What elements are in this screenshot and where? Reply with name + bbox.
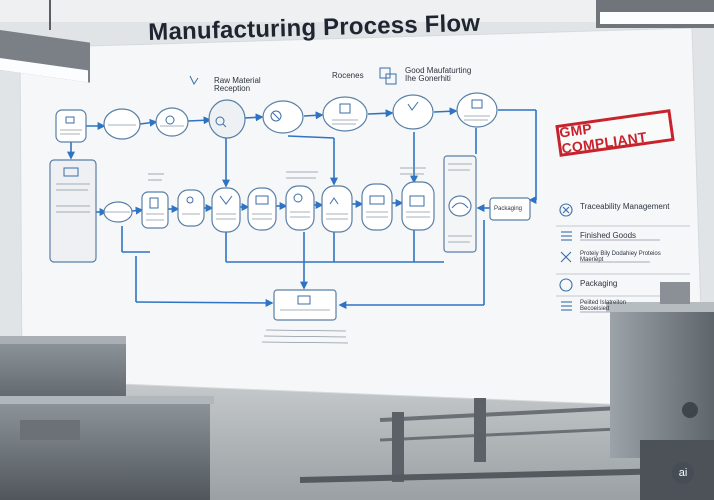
node-weighing [141, 191, 169, 229]
node-granulation [211, 187, 241, 233]
legend-item-traceability: Traceability Management [580, 202, 670, 211]
ceiling-light-left [0, 0, 90, 83]
legend-item-peiited: Peiited Islatreiton Becoeisied [580, 300, 627, 313]
node-material-receipt [103, 108, 141, 140]
package-icon [559, 278, 573, 292]
node-drying [247, 187, 277, 231]
steel-machine-right [606, 282, 714, 500]
good-manufacturing-label: Good Maufaturting Ihe Gonerhiti [405, 66, 472, 84]
list-icon [561, 301, 572, 311]
node-mixing [177, 189, 205, 227]
node-raw-material [208, 99, 246, 139]
node-start [55, 109, 87, 143]
node-control-check [262, 100, 304, 134]
node-quality-check [392, 94, 434, 130]
legend-item-finished-goods: Finished Goods [580, 231, 637, 240]
flow-lines [67, 107, 537, 309]
checklist-icon [561, 231, 572, 241]
ai-watermark-badge: ai [672, 462, 694, 484]
node-compression [321, 185, 353, 233]
node-packaging [489, 197, 531, 221]
raw-material-reception-label: Raw Material Reception [214, 76, 261, 94]
rocenes-label: Rocenes [332, 71, 364, 80]
legend-item-proteiy: Proteiy Bily Dodahiey Proteios Maeriept [580, 251, 661, 264]
node-final-process [273, 289, 337, 321]
legend-item-packaging: Packaging [580, 279, 618, 288]
node-storage [49, 159, 97, 263]
ceiling-light-right [596, 0, 714, 28]
packaging-node-label: Packaging [494, 206, 523, 212]
node-coating [361, 183, 393, 231]
steel-machine-left [0, 336, 214, 500]
node-process-control [322, 96, 368, 132]
node-blending [285, 185, 315, 231]
node-inspection [155, 107, 189, 137]
hourglass-icon [559, 203, 573, 217]
x-mark-icon [560, 251, 572, 263]
node-release [456, 92, 498, 128]
